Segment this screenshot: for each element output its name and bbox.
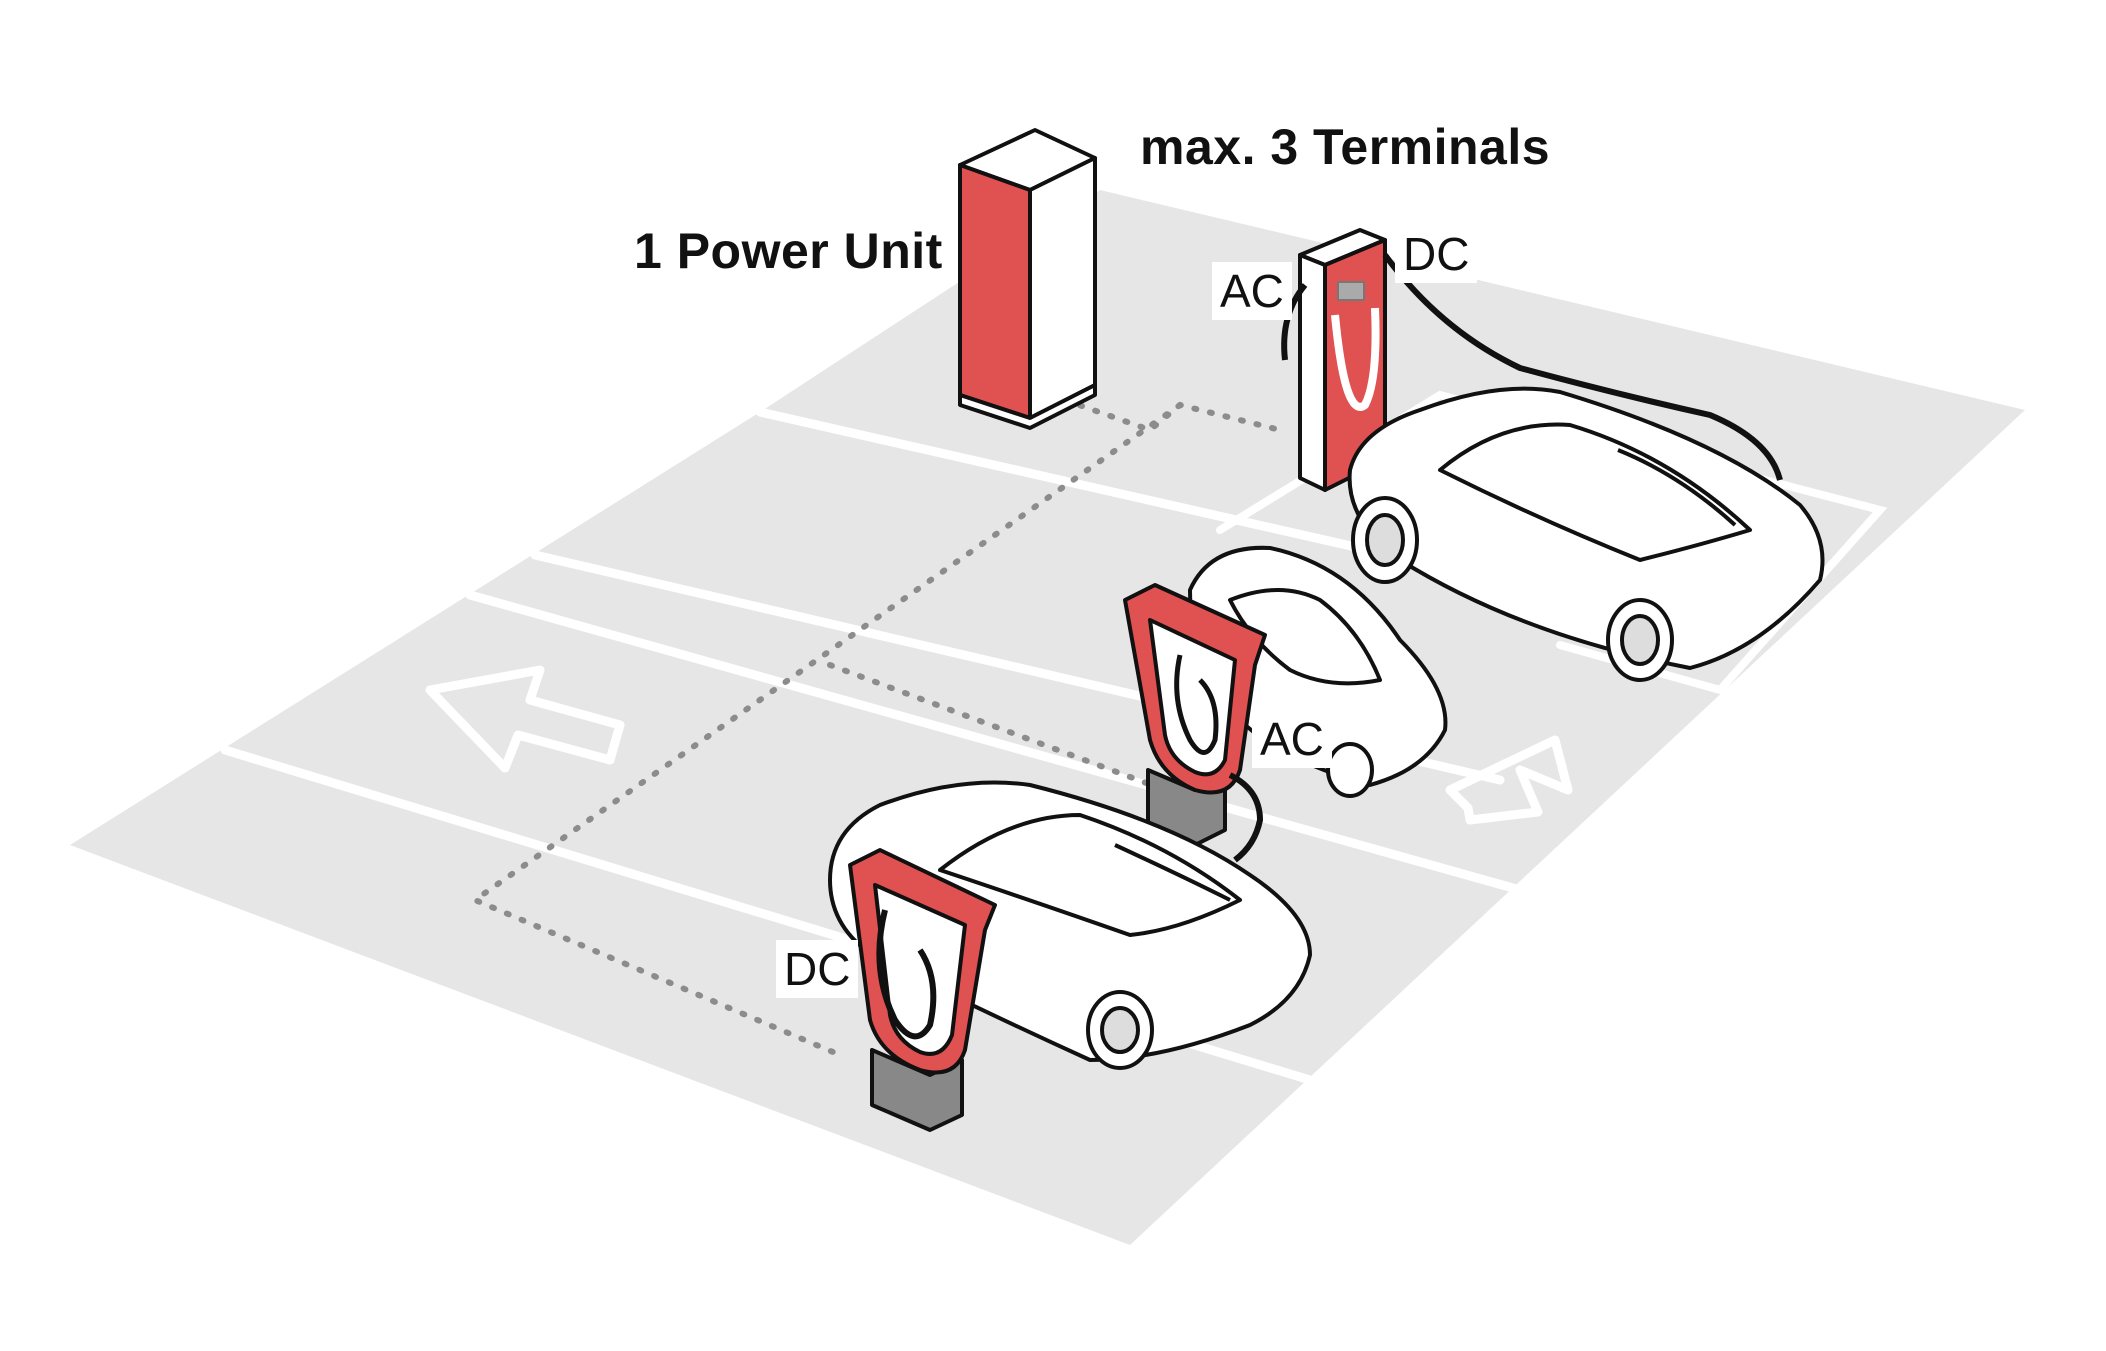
- cable-route: [468, 397, 1283, 1058]
- electric-car-icon: [1347, 386, 1825, 682]
- power-unit-label: 1 Power Unit: [634, 223, 943, 279]
- wall-charger-icon: [1281, 228, 1783, 492]
- terminal-dc-label: DC: [1395, 225, 1478, 283]
- arch-charger-icon: [1123, 583, 1267, 863]
- arch-charger-icon: [848, 848, 997, 1132]
- terminal-dc-label: DC: [776, 940, 859, 998]
- direction-arrow-left: [425, 665, 625, 773]
- power-cabinet-icon: [958, 128, 1097, 430]
- terminals-label: max. 3 Terminals: [1140, 119, 1551, 175]
- direction-arrow-right: [1445, 735, 1573, 825]
- terminal-ac-label: AC: [1212, 262, 1292, 320]
- terminal-ac-label: AC: [1252, 710, 1332, 768]
